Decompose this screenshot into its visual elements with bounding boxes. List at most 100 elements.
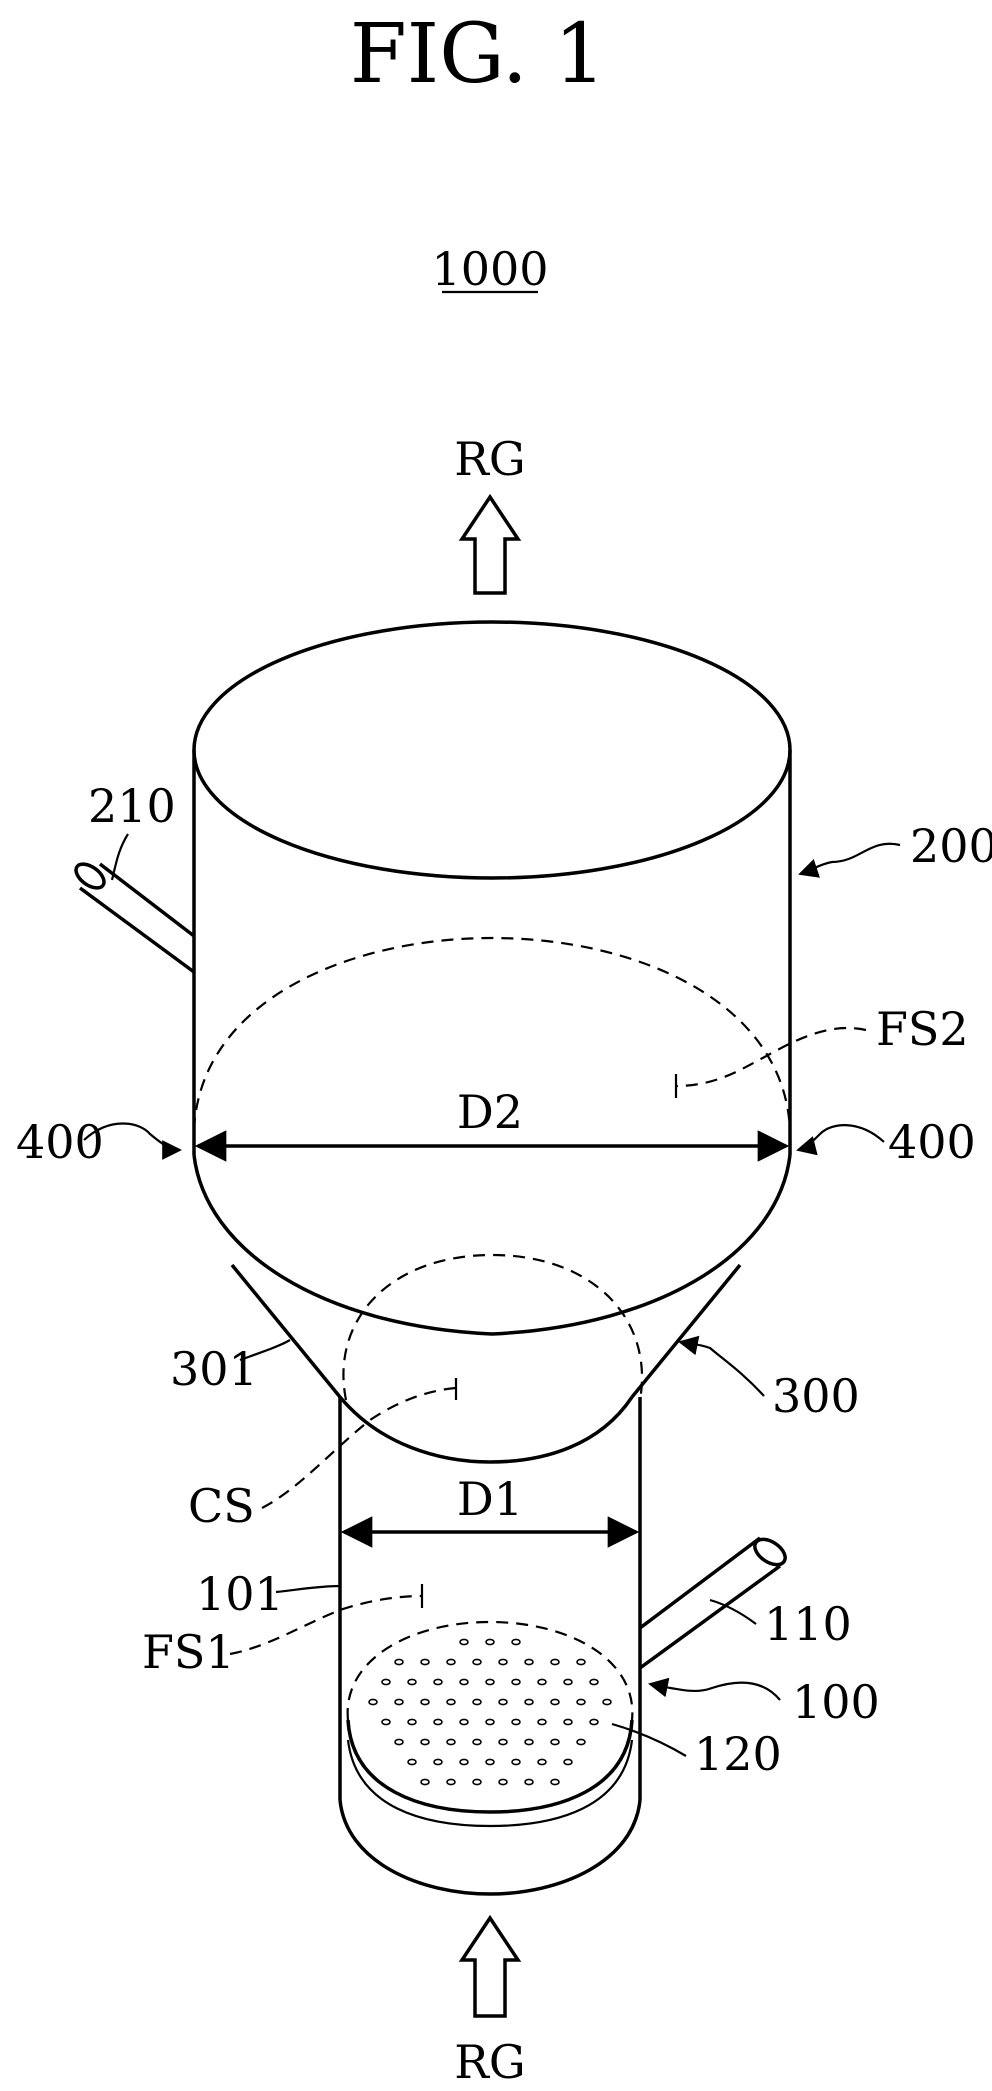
distributor-hole <box>460 1679 468 1684</box>
distributor-hole <box>525 1699 533 1704</box>
distributor-hole <box>512 1639 520 1644</box>
distributor-hole <box>473 1699 481 1704</box>
distributor-hole <box>460 1719 468 1724</box>
distributor-hole <box>551 1779 559 1784</box>
bottom-flow-arrow-icon <box>462 1918 518 2016</box>
distributor-hole <box>499 1699 507 1704</box>
distributor-holes <box>369 1639 611 1784</box>
distributor-hole <box>460 1639 468 1644</box>
label-300: 300 <box>772 1369 860 1423</box>
top-flow-label: RG <box>454 432 525 486</box>
distributor-hole <box>408 1759 416 1764</box>
distributor-hole <box>538 1719 546 1724</box>
distributor-hole <box>577 1659 585 1664</box>
distributor-hole <box>525 1739 533 1744</box>
distributor-hole <box>564 1759 572 1764</box>
upper-inlet-pipe <box>72 859 194 972</box>
distributor-hole <box>577 1739 585 1744</box>
distributor-hole <box>499 1659 507 1664</box>
label-200: 200 <box>910 819 992 873</box>
upper-vessel <box>194 622 790 1155</box>
distributor-hole <box>525 1659 533 1664</box>
distributor-hole <box>460 1759 468 1764</box>
distributor-hole <box>564 1679 572 1684</box>
cone-inner-curve <box>340 1397 632 1462</box>
label-fs1: FS1 <box>142 1625 235 1679</box>
distributor-hole <box>512 1679 520 1684</box>
distributor-hole <box>395 1739 403 1744</box>
top-flow-arrow-icon <box>462 497 518 593</box>
distributor-hole <box>434 1679 442 1684</box>
cone-section <box>194 1155 790 1462</box>
lower-vessel-bottom <box>340 1800 640 1894</box>
distributor-hole <box>564 1719 572 1724</box>
distributor-hole <box>421 1659 429 1664</box>
assembly-reference: 1000 <box>431 242 548 296</box>
distributor-hole <box>590 1679 598 1684</box>
leader-fs2 <box>676 1028 866 1086</box>
distributor-hole <box>590 1719 598 1724</box>
distributor-hole <box>486 1759 494 1764</box>
label-101: 101 <box>196 1567 284 1621</box>
distributor-hole <box>434 1759 442 1764</box>
distributor-hole <box>486 1719 494 1724</box>
distributor-hole <box>369 1699 377 1704</box>
leader-210 <box>112 834 128 880</box>
label-cs: CS <box>188 1479 255 1533</box>
cone-space-boundary <box>343 1255 642 1400</box>
distributor-hole <box>499 1739 507 1744</box>
distributor-hole <box>603 1699 611 1704</box>
leader-cs <box>262 1388 456 1508</box>
leader-200 <box>800 844 900 874</box>
figure-title: FIG. 1 <box>350 7 606 102</box>
diameter-d1-label: D1 <box>457 1472 523 1526</box>
distributor-hole <box>551 1699 559 1704</box>
distributor-hole <box>577 1699 585 1704</box>
distributor-hole <box>473 1779 481 1784</box>
distributor-hole <box>525 1779 533 1784</box>
distributor-hole <box>447 1699 455 1704</box>
leader-100 <box>650 1683 780 1700</box>
distributor-hole <box>551 1659 559 1664</box>
distributor-hole <box>421 1739 429 1744</box>
label-fs2: FS2 <box>876 1002 969 1056</box>
distributor-hole <box>538 1759 546 1764</box>
label-120: 120 <box>694 1727 782 1781</box>
distributor-hole <box>499 1779 507 1784</box>
distributor-hole <box>486 1679 494 1684</box>
label-100: 100 <box>792 1675 880 1729</box>
distributor-hole <box>551 1739 559 1744</box>
distributor-hole <box>382 1719 390 1724</box>
label-110: 110 <box>764 1597 852 1651</box>
bowl-bottom <box>194 1155 790 1334</box>
distributor-hole <box>447 1739 455 1744</box>
distributor-hole <box>434 1719 442 1724</box>
label-301: 301 <box>170 1342 258 1396</box>
bottom-flow-label: RG <box>454 2035 525 2089</box>
distributor-hole <box>382 1679 390 1684</box>
distributor-hole <box>512 1719 520 1724</box>
distributor-plate <box>348 1622 633 1826</box>
leader-300 <box>680 1342 764 1396</box>
label-210: 210 <box>88 779 176 833</box>
leader-101 <box>276 1586 340 1592</box>
distributor-hole <box>447 1659 455 1664</box>
distributor-hole <box>395 1659 403 1664</box>
distributor-hole <box>395 1699 403 1704</box>
distributor-hole <box>512 1759 520 1764</box>
distributor-hole <box>473 1659 481 1664</box>
distributor-hole <box>408 1679 416 1684</box>
diameter-d2-label: D2 <box>457 1085 523 1139</box>
upper-vessel-top-rim <box>194 622 790 878</box>
distributor-hole <box>486 1639 494 1644</box>
distributor-hole <box>421 1779 429 1784</box>
distributor-hole <box>538 1679 546 1684</box>
distributor-hole <box>447 1779 455 1784</box>
distributor-hole <box>421 1699 429 1704</box>
leader-400-right <box>798 1125 884 1150</box>
distributor-hole <box>408 1719 416 1724</box>
label-400-left: 400 <box>16 1115 104 1169</box>
label-400-right: 400 <box>888 1115 976 1169</box>
distributor-hole <box>473 1739 481 1744</box>
